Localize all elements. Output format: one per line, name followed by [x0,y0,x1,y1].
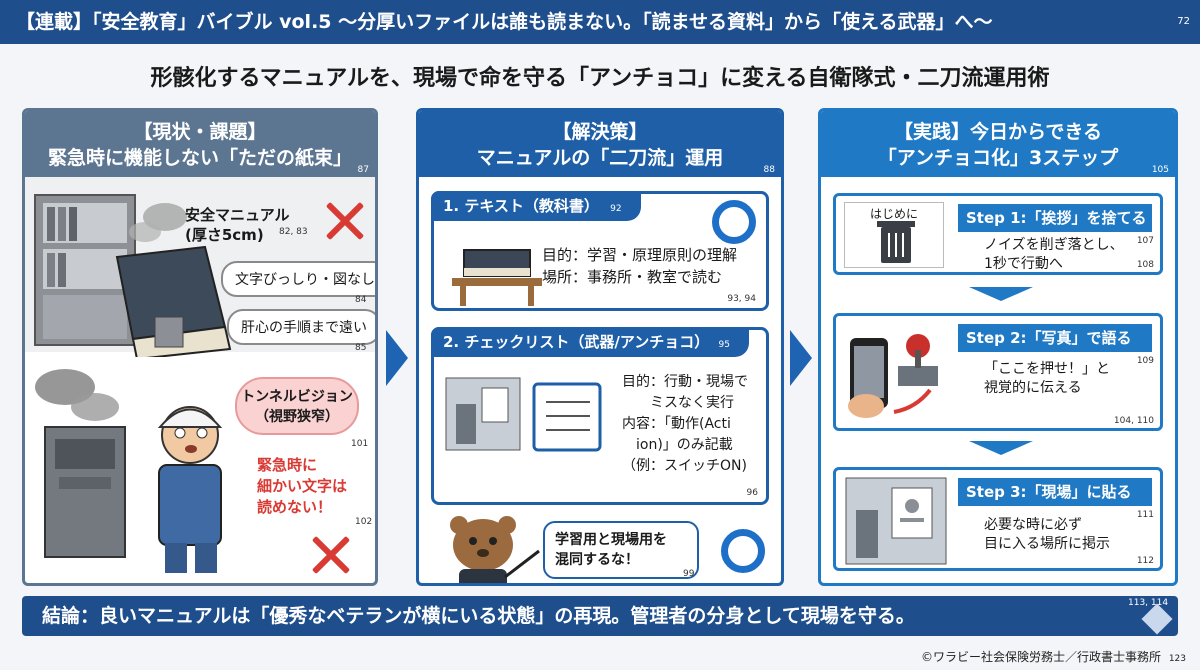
panel-title-2: 「アンチョコ化」3ステップ [877,147,1119,169]
step-3: Step 3:「現場」に貼る 111 必要な時に必ず 目に入る場所に掲示 112 [833,467,1163,571]
panel-title-2: 緊急時に機能しない「ただの紙束」 [47,147,352,169]
step-1: はじめに Step 1:「挨拶」を捨てる 107 ノイズを削ぎ落とし、 1秒で行… [833,193,1163,275]
x-mark-icon [311,535,351,575]
footer-ref: 123 [1168,654,1186,664]
footer: ©ワラビー社会保険労務士／行政書士事務所 123 [921,648,1186,665]
conclusion-text: 結論：良いマニュアルは「優秀なベテランが横にいる状態」の再現。管理者の分身として… [42,605,915,627]
step-1-ref-a: 107 [1136,236,1154,246]
panel-body: 安全マニュアル (厚さ5cm) 82, 83 文字びっしり・図なし 84 肝心の… [25,177,375,583]
slide-subtitle: 形骸化するマニュアルを、現場で命を守る「アンチョコ」に変える自衛隊式・二刀流運用… [150,66,1050,91]
step-2: Step 2:「写真」で語る 109 「ここを押せ！」と 視覚的に伝える 104… [833,313,1163,431]
checklist-ref: 96 [746,488,758,498]
x-mark-icon [325,201,365,241]
step-3-head: Step 3:「現場」に貼る [958,478,1152,506]
panel-header: 【実践】今日からできる 「アンチョコ化」3ステップ 105 [821,111,1175,177]
conclusion-bar: 結論：良いマニュアルは「優秀なベテランが横にいる状態」の再現。管理者の分身として… [22,596,1178,636]
panel-body: はじめに Step 1:「挨拶」を捨てる 107 ノイズを削ぎ落とし、 1秒で行… [821,177,1175,583]
bubble-far-steps: 肝心の手順まで遠い [227,309,375,345]
panel-body: 1. テキスト（教科書） 92 目的：学習・原理原則の理解 場所：事務所・教室で… [419,177,781,583]
panel-current-issue: 【現状・課題】 緊急時に機能しない「ただの紙束」 87 [22,108,378,586]
page-number: 72 [1177,16,1190,27]
step-2-ref-b: 104, 110 [1113,416,1154,426]
checklist-head-ref: 95 [718,340,730,350]
checklist-title: 2. チェックリスト（武器/アンチョコ） [443,333,710,351]
panel-ref: 87 [357,165,369,175]
panel-title-1: 【解決策】 [552,121,648,143]
step-1-text: ノイズを削ぎ落とし、 1秒で行動へ [984,237,1124,272]
warning-text: 緊急時に 細かい文字は 読めない！ [257,456,348,516]
checklist-head: 2. チェックリスト（武器/アンチョコ） 95 [431,327,749,357]
panel-header: 【解決策】 マニュアルの「二刀流」運用 88 [419,111,781,177]
arrow-down-icon [969,441,1033,455]
panel-practice: 【実践】今日からできる 「アンチョコ化」3ステップ 105 はじめに Step … [818,108,1178,586]
textbook-head: 1. テキスト（教科書） 92 [431,191,641,221]
checklist-photos-icon [445,377,602,452]
checklist-box: 2. チェックリスト（武器/アンチョコ） 95 目的：行動・現場で ミスなく実行… [431,327,769,505]
step-2-ref-a: 109 [1136,356,1154,366]
textbook-head-ref: 92 [610,204,622,214]
warning-ref: 102 [355,517,373,527]
series-title-bar: 【連載】「安全教育」バイブル vol.5 〜分厚いファイルは誰も読まない。「読ま… [0,0,1200,44]
tunnel-vision-cloud: トンネルビジョン （視野狭窄） [235,377,359,435]
textbook-title: 1. テキスト（教科書） [443,197,599,215]
tunnel-ref: 101 [351,439,369,449]
step-3-ref-a: 111 [1136,510,1154,520]
textbook-ref: 93, 94 [727,294,756,304]
manual-ref: 82, 83 [279,227,308,237]
panel-title-1: 【実践】今日からできる [893,121,1103,143]
panel-solution: 【解決策】 マニュアルの「二刀流」運用 88 1. テキスト（教科書） 92 目… [416,108,784,586]
step-1-head: Step 1:「挨拶」を捨てる [958,204,1152,232]
arrow-right-icon [386,330,408,386]
note-ref: 99 [683,569,695,579]
textbook-place: 場所：事務所・教室で読む [542,268,723,286]
step-3-text: 必要な時に必ず 目に入る場所に掲示 [984,517,1110,552]
posted-sheet-icon [845,477,947,565]
step-2-text: 「ここを押せ！」と 視覚的に伝える [984,361,1110,396]
step-3-ref-b: 112 [1136,556,1154,566]
copyright: ©ワラビー社会保険労務士／行政書士事務所 [920,650,1161,664]
circle-ok-icon [721,529,765,573]
bubble-far-ref: 85 [355,343,367,353]
panel-ref: 105 [1151,165,1169,175]
panel-header: 【現状・課題】 緊急時に機能しない「ただの紙束」 87 [25,111,375,177]
quokka-mascot-icon [450,516,540,583]
arrow-down-icon [969,287,1033,301]
textbook-purpose: 目的：学習・原理原則の理解 [542,246,738,264]
worker-icon [157,406,223,573]
bubble-dense-ref: 84 [355,295,367,305]
panel-ref: 88 [763,165,775,175]
conclusion-ref: 113, 114 [1128,598,1169,608]
note-bubble: 学習用と現場用を 混同するな！ [543,521,699,579]
textbook-desc: 目的：学習・原理原則の理解 場所：事務所・教室で読む [542,244,737,288]
machine-icon [44,426,126,558]
step-2-head: Step 2:「写真」で語る [958,324,1152,352]
step-1-ref-b: 108 [1136,260,1154,270]
book-on-desk-icon [452,249,542,306]
textbook-box: 1. テキスト（教科書） 92 目的：学習・原理原則の理解 場所：事務所・教室で… [431,191,769,311]
series-title: 【連載】「安全教育」バイブル vol.5 〜分厚いファイルは誰も読まない。「読ま… [16,11,993,33]
panel-title-1: 【現状・課題】 [133,121,267,143]
arrow-right-icon [790,330,812,386]
bubble-dense-text: 文字びっしり・図なし [221,261,375,297]
phone-valve-icon [848,334,938,418]
trash-icon [877,221,915,263]
circle-ok-icon [712,200,756,244]
step-1-thumb-text: はじめに [869,207,918,221]
manual-label: 安全マニュアル (厚さ5cm) [185,206,290,244]
checklist-desc: 目的：行動・現場で ミスなく実行 内容：「動作(Acti ion)」のみ記載 （… [622,374,748,474]
step-1-thumbnail: はじめに [844,202,944,268]
panel-title-2: マニュアルの「二刀流」運用 [476,147,724,169]
